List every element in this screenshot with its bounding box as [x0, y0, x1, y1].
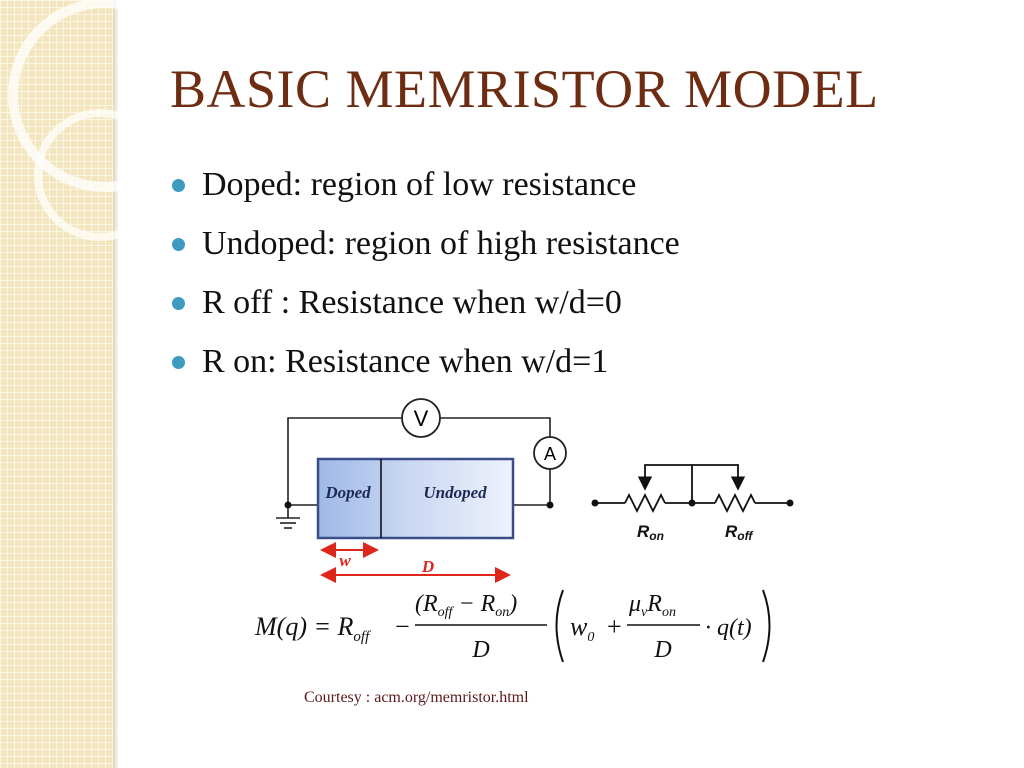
slide-title: BASIC MEMRISTOR MODEL — [170, 59, 879, 119]
dimension-arrows: w D — [320, 542, 511, 583]
svg-text:−: − — [395, 612, 410, 641]
svg-text:D: D — [471, 637, 489, 663]
bullet-dot-icon — [172, 238, 185, 251]
r-off-label: Roff — [725, 522, 753, 543]
memristor-diagram: V A Doped Undoped w D Ron Roff M(q) = Ro… — [254, 398, 794, 663]
bullet-text: R off : Resistance when w/d=0 — [202, 284, 622, 321]
side-strip-shadow — [113, 0, 119, 768]
junction-dot — [284, 501, 292, 509]
bullet-dot-icon — [172, 179, 185, 192]
bullet-item: Doped: region of low resistance — [172, 160, 680, 219]
terminal-dot — [591, 499, 599, 507]
terminal-dot — [786, 499, 794, 507]
memristor-device: Doped Undoped — [316, 457, 515, 540]
svg-text:w0: w0 — [570, 612, 594, 645]
D-label: D — [421, 557, 434, 576]
doped-region-label: Doped — [324, 483, 371, 502]
bullet-text: Undoped: region of high resistance — [202, 225, 680, 262]
svg-text:M(q) = Roff: M(q) = Roff — [254, 612, 371, 645]
voltmeter: V — [401, 398, 441, 438]
undoped-region-label: Undoped — [423, 483, 487, 502]
svg-text:(Roff − Ron): (Roff − Ron) — [415, 591, 517, 620]
decorative-rings — [8, 0, 130, 241]
courtesy-note: Courtesy : acm.org/memristor.html — [304, 689, 529, 706]
ammeter: A — [533, 436, 567, 470]
w-label: w — [339, 551, 351, 570]
ammeter-label: A — [544, 444, 556, 464]
r-on-label: Ron — [637, 522, 664, 543]
junction-dot — [546, 501, 554, 509]
svg-text:+: + — [607, 612, 622, 641]
bullet-text: R on: Resistance when w/d=1 — [202, 343, 609, 380]
bullet-list: Doped: region of low resistance Undoped:… — [172, 160, 680, 396]
bullet-item: Undoped: region of high resistance — [172, 219, 680, 278]
bullet-text: Doped: region of low resistance — [202, 166, 637, 203]
svg-text:· q(t): · q(t) — [705, 615, 752, 641]
svg-text:D: D — [653, 637, 671, 663]
bullet-dot-icon — [172, 297, 185, 310]
svg-text:μvRon: μvRon — [628, 591, 676, 620]
bullet-item: R on: Resistance when w/d=1 — [172, 337, 680, 396]
terminal-dot — [688, 499, 696, 507]
memristance-equation: M(q) = Roff − (Roff − Ron) D w0 + μvRon … — [254, 589, 771, 663]
resistor-model — [595, 464, 790, 514]
bullet-item: R off : Resistance when w/d=0 — [172, 278, 680, 337]
ground-icon — [276, 517, 300, 529]
bullet-dot-icon — [172, 356, 185, 369]
voltmeter-label: V — [414, 406, 429, 431]
